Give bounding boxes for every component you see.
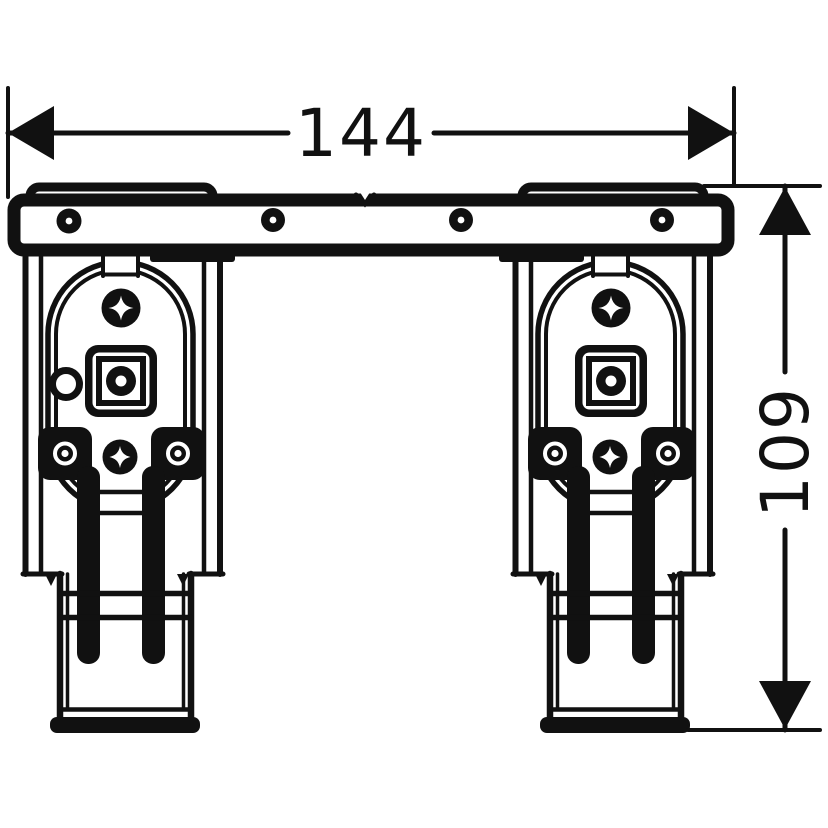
height-dimension-label: 109 <box>747 386 824 518</box>
rail-center-notch-line <box>353 192 377 208</box>
left-post-side-ring <box>49 367 83 401</box>
width-arrow-right-icon <box>688 106 734 160</box>
height-dimension: 109 <box>686 183 824 733</box>
rail-center-notch <box>356 186 374 200</box>
rail-screw-hole-3-center <box>457 216 465 224</box>
top-rail <box>7 186 735 262</box>
rail-body <box>7 193 735 257</box>
width-dimension-label: 144 <box>295 95 427 172</box>
rail-screw-hole-4-center <box>658 216 666 224</box>
left-post <box>23 250 223 733</box>
width-dimension: 144 <box>5 86 737 199</box>
rail-screw-hole-2-center <box>269 216 277 224</box>
height-arrow-down-icon <box>759 681 811 729</box>
rail-tab-right <box>499 248 584 262</box>
right-post <box>513 250 713 733</box>
width-arrow-left-icon <box>8 106 54 160</box>
height-arrow-up-icon <box>759 187 811 235</box>
rail-screw-hole-1-center <box>65 217 73 225</box>
rail-tab-left <box>150 248 235 262</box>
rail-screw-holes <box>56 208 674 234</box>
